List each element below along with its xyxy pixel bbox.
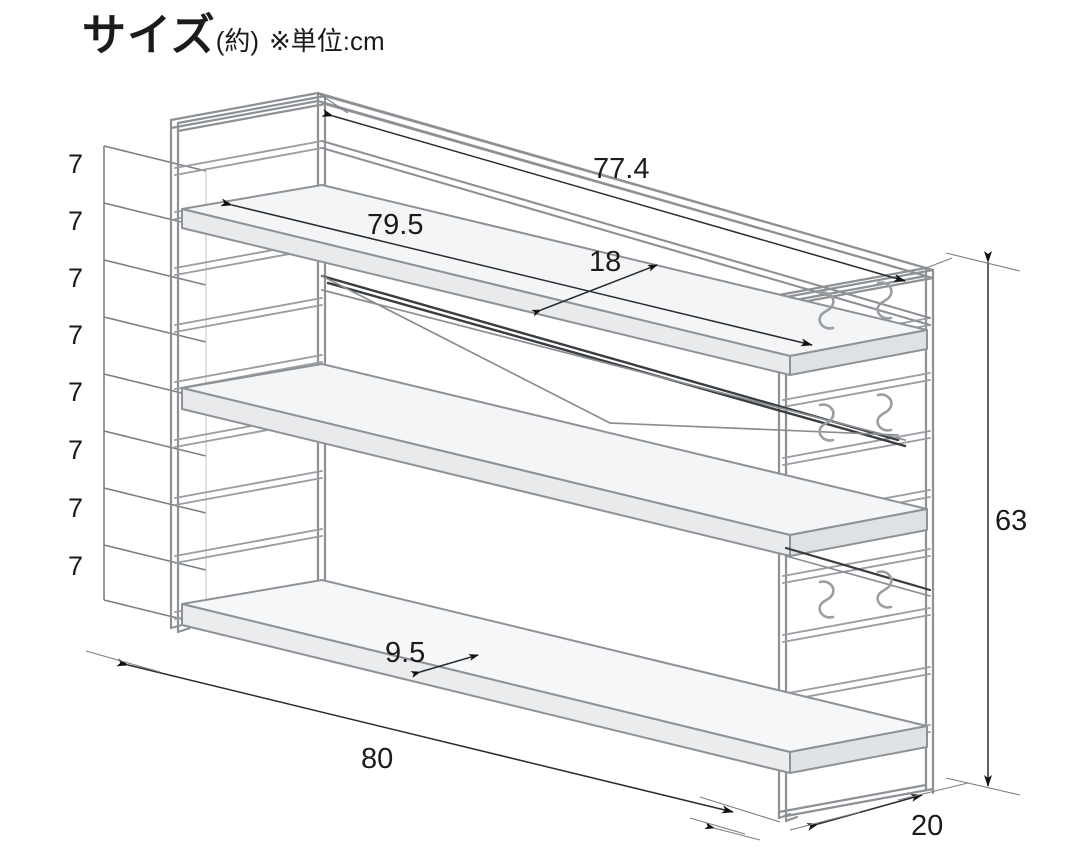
title-main-text: サイズ bbox=[82, 11, 216, 60]
s-hook-group-top bbox=[818, 281, 893, 330]
dimension-label-overall-depth: 20 bbox=[911, 810, 944, 842]
title-unit-text: ※単位:cm bbox=[269, 26, 385, 56]
dimension-label-top-back-rail-width: 77.4 bbox=[593, 153, 650, 185]
pitch-label-4: 7 bbox=[68, 320, 84, 350]
dimension-label-overall-width: 80 bbox=[361, 743, 394, 775]
left-pitch-ladder bbox=[103, 145, 207, 626]
pitch-label-5: 7 bbox=[68, 377, 84, 407]
dimension-lines bbox=[85, 92, 1021, 841]
shelf-body-geometry bbox=[169, 91, 935, 823]
pitch-label-7: 7 bbox=[68, 493, 84, 523]
pitch-label-6: 7 bbox=[68, 435, 84, 465]
pitch-label-8: 7 bbox=[68, 551, 84, 581]
pitch-label-2: 7 bbox=[68, 206, 84, 236]
dimension-label-top-shelf-depth: 18 bbox=[589, 246, 622, 278]
pitch-label-1: 7 bbox=[68, 149, 84, 179]
s-hook-group-middle bbox=[818, 393, 893, 442]
pitch-label-3: 7 bbox=[68, 263, 84, 293]
s-hook-group-bottom bbox=[818, 570, 893, 619]
dimension-label-bottom-shelf-depth: 9.5 bbox=[385, 637, 426, 669]
dimension-label-overall-height: 63 bbox=[995, 505, 1028, 537]
page-title: サイズ(約) ※単位:cm bbox=[82, 14, 385, 58]
title-approx-text: (約) bbox=[215, 26, 260, 56]
dimension-label-top-shelf-width: 79.5 bbox=[367, 209, 424, 241]
